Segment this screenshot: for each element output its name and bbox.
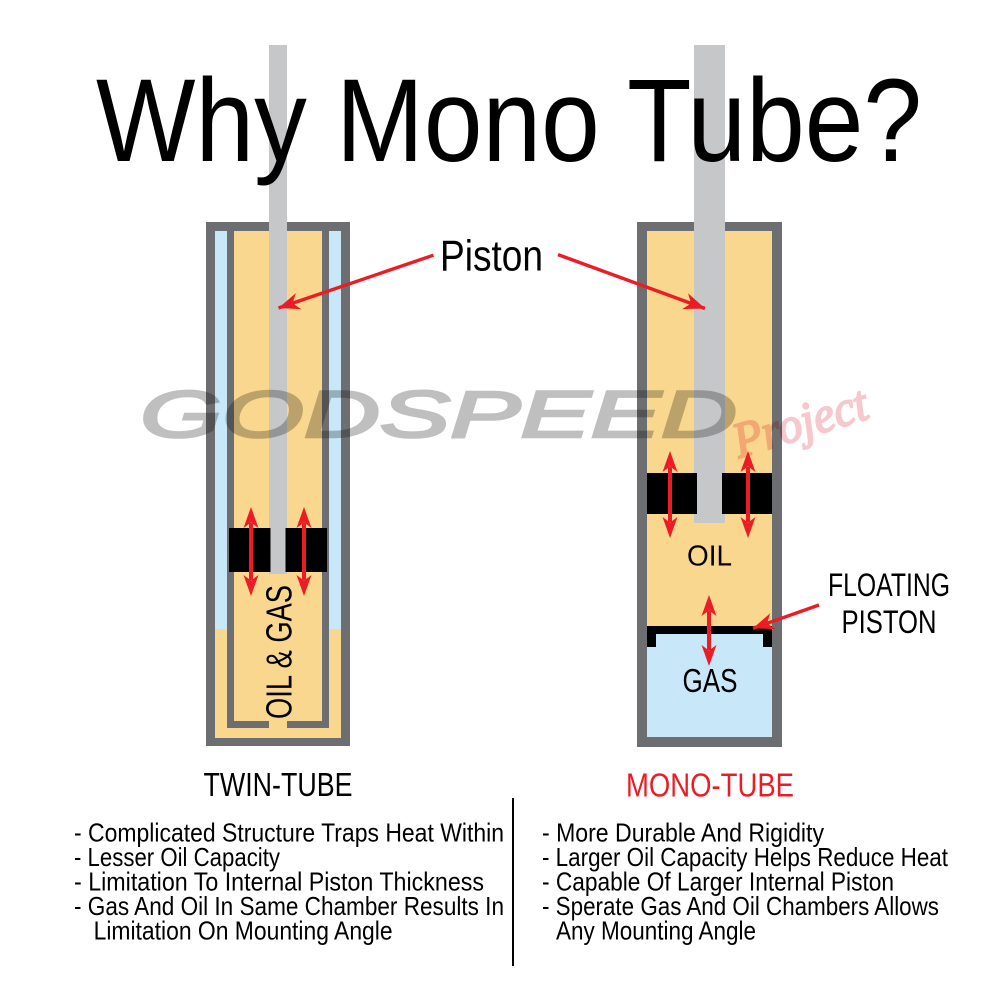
svg-text:OIL & GAS: OIL & GAS xyxy=(259,585,300,719)
svg-text:Piston: Piston xyxy=(440,232,543,281)
svg-text:PISTON: PISTON xyxy=(842,604,937,640)
svg-text:Why Mono Tube?: Why Mono Tube? xyxy=(96,55,922,186)
svg-text:- Complicated Structure Traps: - Complicated Structure Traps Heat Withi… xyxy=(74,817,504,847)
svg-text:- Larger Oil Capacity Helps Re: - Larger Oil Capacity Helps Reduce Heat xyxy=(542,842,949,872)
svg-text:- Capable Of Larger Internal P: - Capable Of Larger Internal Piston xyxy=(542,867,894,897)
svg-text:FLOATING: FLOATING xyxy=(828,567,950,603)
svg-text:TWIN-TUBE: TWIN-TUBE xyxy=(204,766,353,803)
svg-text:- Gas And Oil In Same Chamber: - Gas And Oil In Same Chamber Results In xyxy=(74,891,504,921)
svg-text:GODSPEED: GODSPEED xyxy=(140,377,737,451)
svg-text:- Limitation To Internal Pisto: - Limitation To Internal Piston Thicknes… xyxy=(74,867,484,897)
svg-text:OIL: OIL xyxy=(687,541,732,573)
svg-text:- Sperate Gas And Oil Chambers: - Sperate Gas And Oil Chambers Allows xyxy=(542,891,939,921)
svg-text:GAS: GAS xyxy=(683,662,738,699)
svg-text:Any Mounting Angle: Any Mounting Angle xyxy=(556,916,756,946)
svg-text:Limitation On Mounting Angle: Limitation On Mounting Angle xyxy=(94,916,393,946)
svg-text:- More Durable And Rigidity: - More Durable And Rigidity xyxy=(542,817,824,847)
svg-text:- Lesser Oil Capacity: - Lesser Oil Capacity xyxy=(74,842,280,872)
svg-text:MONO-TUBE: MONO-TUBE xyxy=(626,767,794,804)
